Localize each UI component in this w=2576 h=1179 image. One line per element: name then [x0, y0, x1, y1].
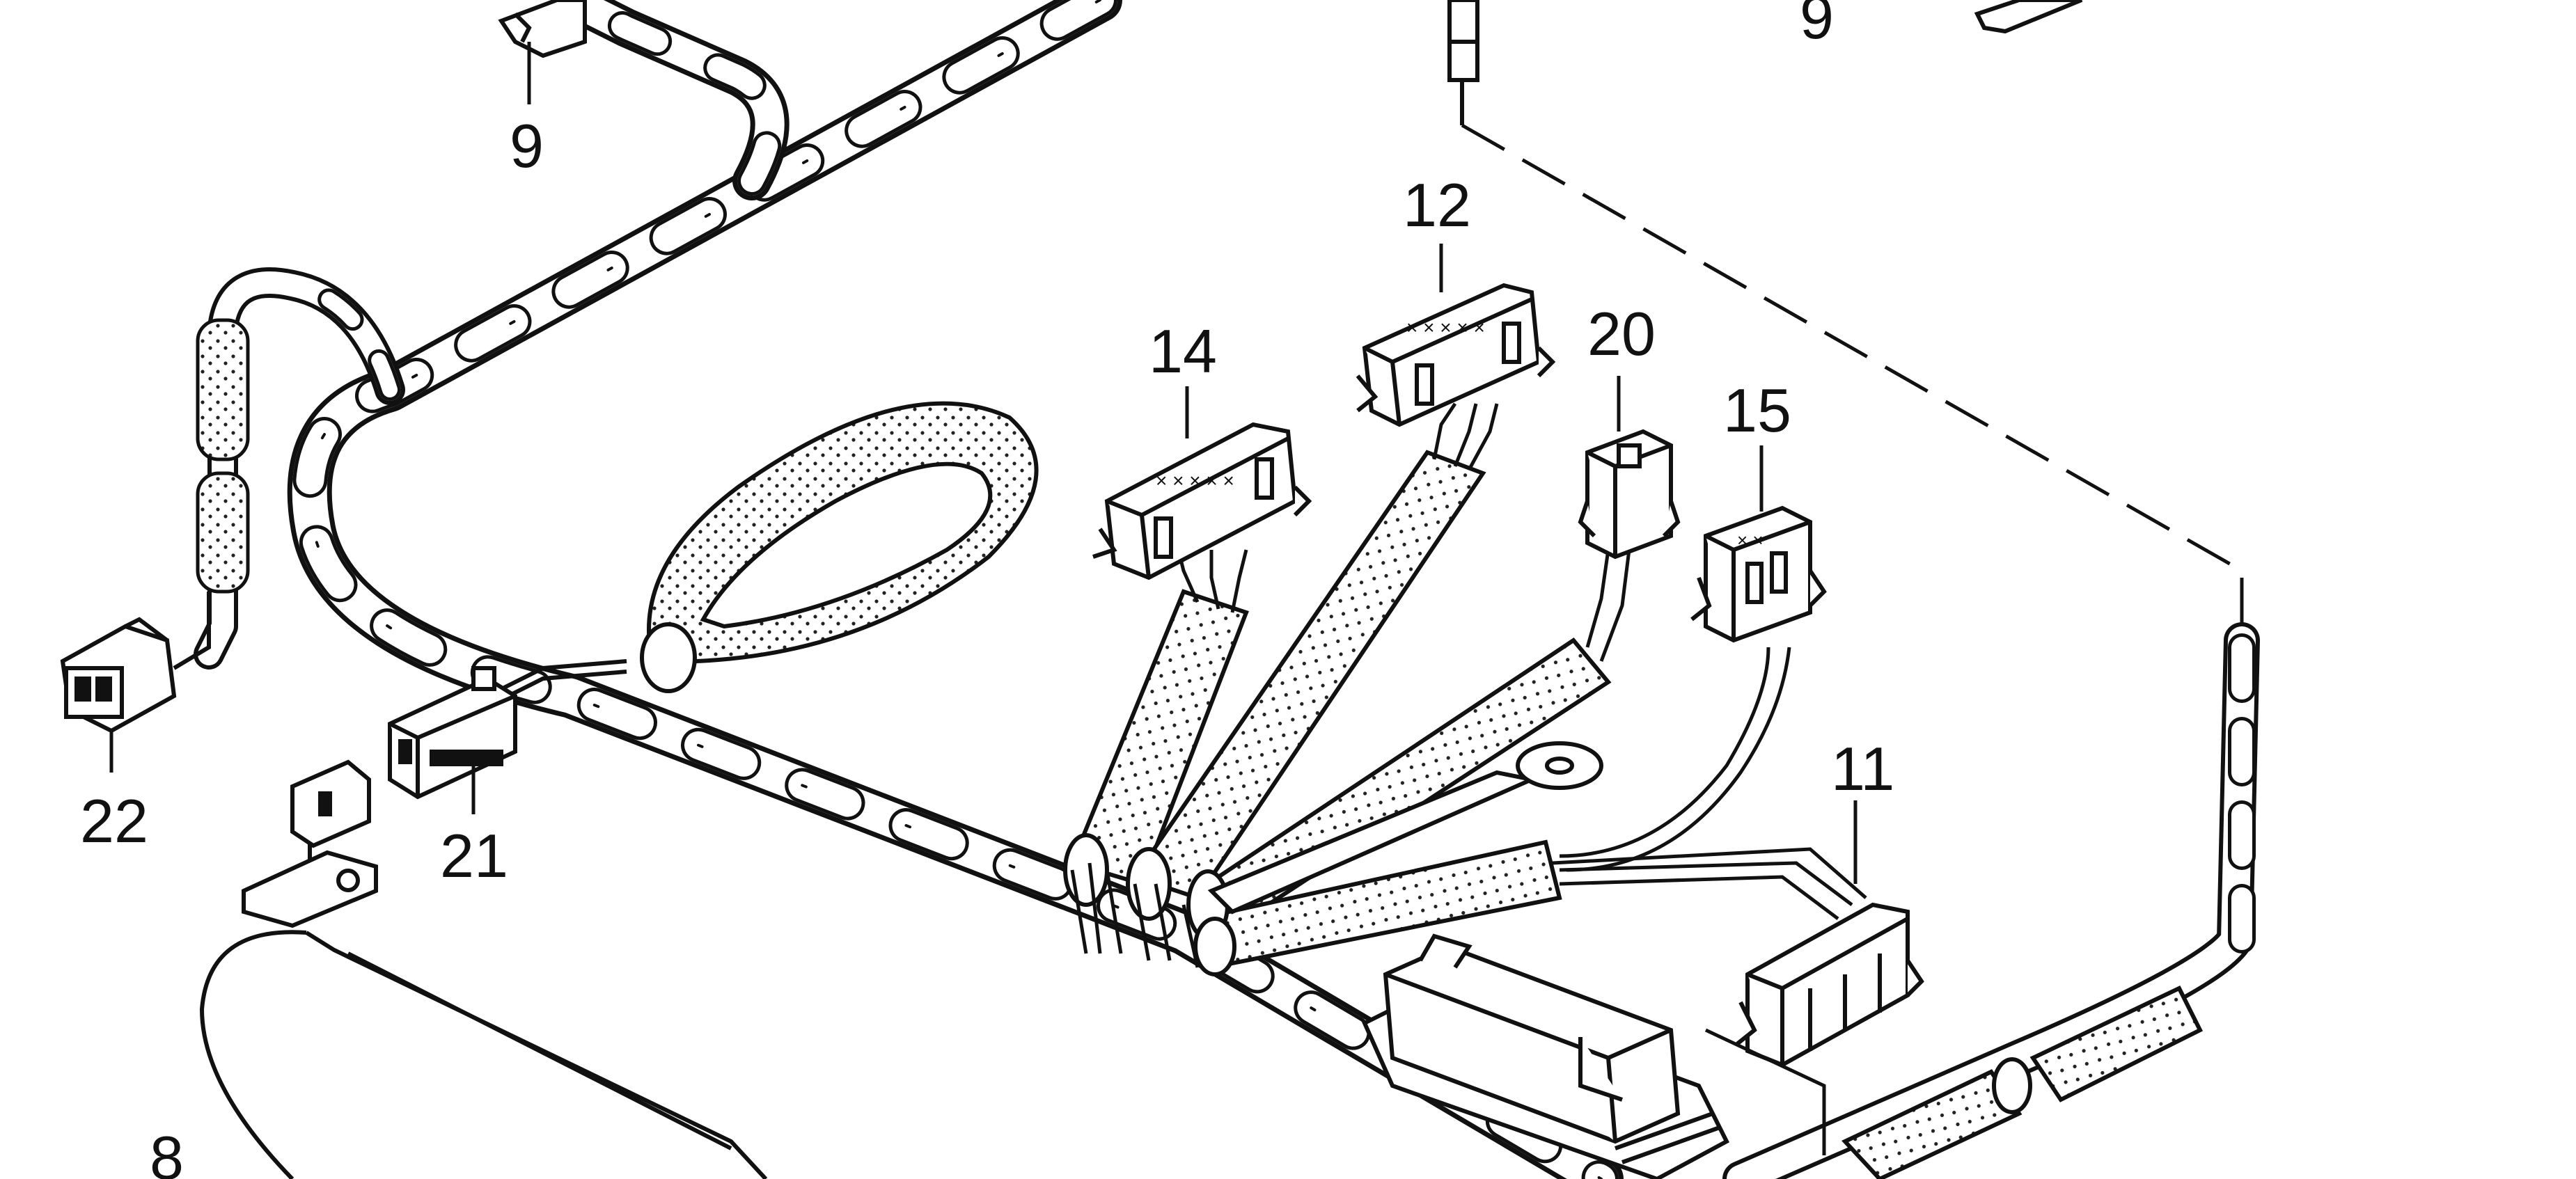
ground-strap-connector	[242, 759, 378, 928]
right-harness-branch	[1722, 622, 2260, 1179]
callout-labels: 9 9 12 14 20 15 11 22 21 8	[80, 0, 1894, 1179]
left-vertical-branch	[194, 267, 405, 670]
control-unit-box	[1362, 933, 1729, 1179]
top-right-connector	[1974, 0, 2083, 34]
callout-11: 11	[1831, 734, 1894, 803]
callout-20: 20	[1587, 299, 1656, 368]
sleeve-to-12	[1131, 450, 1486, 901]
sleeve-ends	[1063, 833, 1236, 976]
callout-9-left: 9	[510, 111, 544, 180]
leader-lines	[109, 42, 1858, 1155]
callout-12: 12	[1403, 171, 1471, 239]
callout-15: 15	[1723, 376, 1791, 445]
connector-15: × ×	[1690, 505, 1827, 643]
part-8-outline	[199, 930, 768, 1179]
connector-14: × × × × ×	[1092, 422, 1312, 580]
callout-21: 21	[440, 821, 508, 890]
connector-12: × × × × ×	[1356, 283, 1556, 427]
wires-top	[1175, 402, 1867, 920]
callout-8: 8	[150, 1123, 184, 1179]
connector-11	[1736, 902, 1924, 1068]
connector-20	[1578, 429, 1681, 560]
upper-left-branch	[551, 0, 790, 200]
sleeve-left-upper	[196, 318, 250, 461]
dotted-loop-branch	[640, 401, 1039, 693]
svg-text:× × × × ×: × × × × ×	[1406, 317, 1485, 338]
connector-9-left	[498, 0, 587, 58]
connector-21	[388, 666, 517, 800]
connector-22	[60, 617, 177, 734]
dashed-guide-line	[1461, 123, 2244, 647]
callout-22: 22	[80, 786, 148, 855]
callout-14: 14	[1149, 317, 1217, 386]
svg-text:× ×: × ×	[1737, 530, 1764, 551]
ring-terminal	[1207, 741, 1603, 915]
sleeve-left-lower	[196, 471, 250, 594]
sleeve-to-14	[1069, 589, 1249, 887]
callout-9-right: 9	[1800, 0, 1834, 52]
branch-to-21	[500, 659, 627, 702]
svg-text:× × × × ×: × × × × ×	[1156, 470, 1234, 491]
wire-bundle-ends	[1070, 862, 1200, 968]
top-stub-connector	[1447, 0, 1479, 125]
right-sleeves	[1841, 986, 2204, 1179]
